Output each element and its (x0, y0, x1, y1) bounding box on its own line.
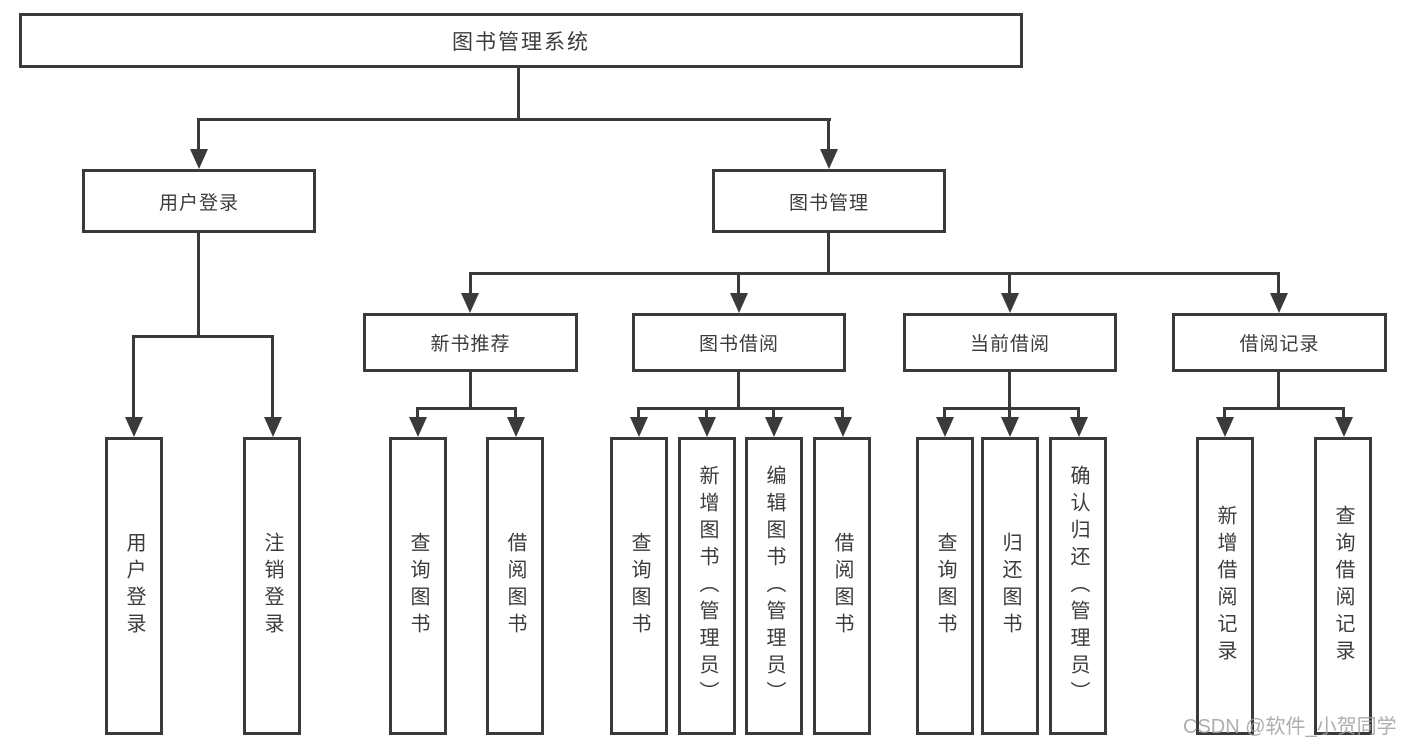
arrow-down-icon (834, 417, 852, 437)
node-book-borrow-label: 图书借阅 (698, 334, 779, 355)
arrow-down-icon (1270, 293, 1288, 313)
arrow-down-icon (190, 149, 208, 169)
connector-userlogin-rail (132, 335, 274, 338)
connector-group4-rail (1223, 407, 1345, 410)
node-book-management-label: 图书管理 (788, 192, 869, 214)
connector-group3-drop-3 (1077, 407, 1080, 420)
node-user-login: 用户登录 (82, 169, 316, 233)
leaf-borrow-books-label: 借阅图书 (831, 532, 853, 640)
leaf-recommend-borrow-books: 借阅图书 (486, 437, 544, 735)
arrow-down-icon (730, 293, 748, 313)
leaf-add-books-admin-label: 新增图书（管理员） (696, 464, 718, 708)
node-borrow-records-label: 借阅记录 (1239, 334, 1320, 355)
connector-group2-rail (637, 407, 844, 410)
leaf-logout-label: 注销登录 (261, 532, 283, 640)
leaf-query-borrow-record-label: 查询借阅记录 (1332, 505, 1354, 667)
node-book-management: 图书管理 (712, 169, 946, 233)
leaf-add-borrow-record-label: 新增借阅记录 (1214, 505, 1236, 667)
connector-group2-drop-1 (637, 407, 640, 420)
leaf-edit-books-admin: 编辑图书（管理员） (745, 437, 803, 735)
leaf-confirm-return-admin: 确认归还（管理员） (1049, 437, 1107, 735)
arrow-down-icon (630, 417, 648, 437)
connector-bookmgmt-rail (469, 272, 1280, 275)
connector-root-rail (197, 118, 831, 121)
connector-group3-stem (1008, 372, 1011, 409)
node-root-label: 图书管理系统 (452, 30, 590, 54)
arrow-down-icon (507, 417, 525, 437)
leaf-borrow-query-books: 查询图书 (610, 437, 668, 735)
leaf-recommend-borrow-books-label: 借阅图书 (504, 532, 526, 640)
leaf-query-borrow-record: 查询借阅记录 (1314, 437, 1372, 735)
node-current-borrow: 当前借阅 (903, 313, 1117, 372)
connector-userlogin-drop-1 (132, 335, 135, 419)
leaf-recommend-query-books: 查询图书 (389, 437, 447, 735)
arrow-down-icon (936, 417, 954, 437)
arrow-down-icon (698, 417, 716, 437)
connector-group3-rail (943, 407, 1080, 410)
leaf-add-borrow-record: 新增借阅记录 (1196, 437, 1254, 735)
node-new-book-recommend-label: 新书推荐 (430, 334, 511, 355)
arrow-down-icon (1001, 417, 1019, 437)
connector-group2-drop-3 (772, 407, 775, 420)
leaf-edit-books-admin-label: 编辑图书（管理员） (763, 464, 785, 708)
arrow-down-icon (765, 417, 783, 437)
arrow-down-icon (1335, 417, 1353, 437)
connector-group1-drop-1 (416, 407, 419, 420)
leaf-borrow-books: 借阅图书 (813, 437, 871, 735)
connector-group4-stem (1277, 372, 1280, 409)
connector-bookmgmt-drop-2 (737, 272, 740, 296)
node-root: 图书管理系统 (19, 13, 1023, 68)
connector-group4-drop-1 (1223, 407, 1226, 420)
connector-userlogin-drop-2 (271, 335, 274, 419)
connector-group1-stem (469, 372, 472, 409)
arrow-down-icon (461, 293, 479, 313)
connector-bookmgmt-stem (827, 233, 830, 274)
arrow-down-icon (1001, 293, 1019, 313)
connector-group3-drop-1 (943, 407, 946, 420)
arrow-down-icon (1070, 417, 1088, 437)
connector-group3-drop-2 (1008, 407, 1011, 420)
leaf-current-query-books-label: 查询图书 (934, 532, 956, 640)
connector-group2-drop-4 (841, 407, 844, 420)
arrow-down-icon (1216, 417, 1234, 437)
node-current-borrow-label: 当前借阅 (969, 334, 1050, 355)
connector-group4-drop-2 (1342, 407, 1345, 420)
connector-bookmgmt-drop-1 (469, 272, 472, 296)
connector-userlogin-stem (197, 233, 200, 337)
leaf-borrow-query-books-label: 查询图书 (628, 532, 650, 640)
node-user-login-label: 用户登录 (158, 192, 239, 214)
leaf-user-login: 用户登录 (105, 437, 163, 735)
connector-root-drop-left (197, 118, 200, 152)
leaf-confirm-return-admin-label: 确认归还（管理员） (1067, 464, 1089, 708)
connector-group1-drop-2 (514, 407, 517, 420)
leaf-return-books: 归还图书 (981, 437, 1039, 735)
leaf-return-books-label: 归还图书 (999, 532, 1021, 640)
connector-group2-drop-2 (705, 407, 708, 420)
node-new-book-recommend: 新书推荐 (363, 313, 578, 372)
arrow-down-icon (820, 149, 838, 169)
arrow-down-icon (125, 417, 143, 437)
leaf-add-books-admin: 新增图书（管理员） (678, 437, 736, 735)
leaf-logout: 注销登录 (243, 437, 301, 735)
connector-group2-stem (737, 372, 740, 409)
connector-root-drop-right (827, 118, 830, 152)
arrow-down-icon (409, 417, 427, 437)
connector-bookmgmt-drop-3 (1008, 272, 1011, 296)
watermark: CSDN @软件_小贺同学 (1183, 716, 1397, 738)
node-borrow-records: 借阅记录 (1172, 313, 1387, 372)
leaf-current-query-books: 查询图书 (916, 437, 974, 735)
arrow-down-icon (264, 417, 282, 437)
connector-root-stem (517, 66, 520, 118)
leaf-recommend-query-books-label: 查询图书 (407, 532, 429, 640)
connector-bookmgmt-drop-4 (1277, 272, 1280, 296)
leaf-user-login-label: 用户登录 (123, 532, 145, 640)
connector-group1-rail (416, 407, 517, 410)
node-book-borrow: 图书借阅 (632, 313, 846, 372)
